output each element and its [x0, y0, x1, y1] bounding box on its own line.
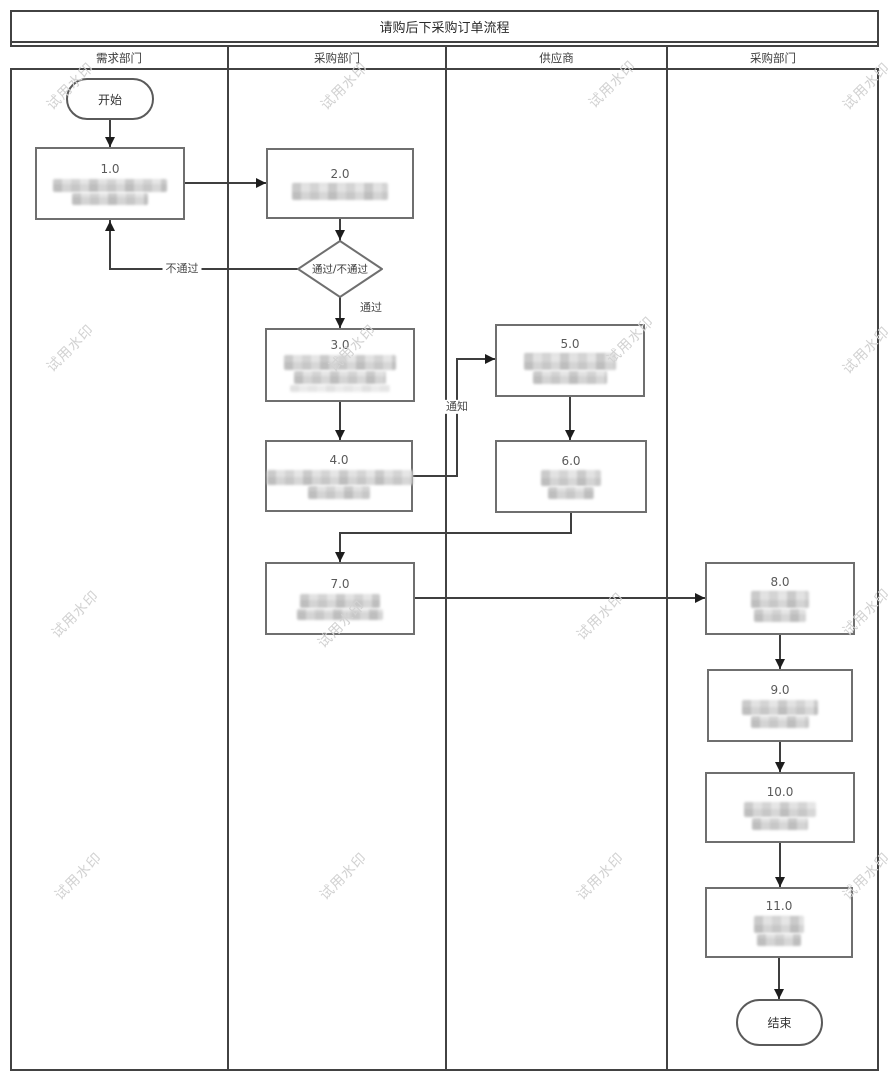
node-step-11-number: 11.0	[765, 899, 793, 914]
node-step-3: 3.0	[265, 328, 415, 402]
lane-header-1: 采购部门	[314, 50, 360, 65]
node-step-7: 7.0	[265, 562, 415, 635]
node-step-10-number: 10.0	[766, 785, 794, 800]
edge-decision-to-1-reject-seg1	[109, 220, 111, 270]
node-step-8: 8.0	[705, 562, 855, 635]
edge-3-to-4-seg0	[339, 401, 341, 441]
node-decision-approval-label: 通过/不通过	[311, 263, 369, 276]
node-step-1-number: 1.0	[100, 162, 120, 177]
node-step-6-number: 6.0	[561, 453, 581, 468]
node-start: 开始	[66, 78, 154, 120]
edge-11-to-end-seg0	[778, 957, 780, 1000]
edge-6-to-7-seg1	[339, 532, 572, 534]
decision-diamond-shape	[296, 239, 384, 299]
arrowhead-8-to-9	[775, 659, 785, 669]
lane-divider-0	[227, 45, 229, 1071]
node-step-3-redacted-text-0	[284, 354, 396, 370]
lane-divider-2	[666, 45, 668, 1071]
lane-header-band	[10, 45, 879, 70]
edge-8-to-9-seg0	[779, 634, 781, 670]
node-step-1: 1.0	[35, 147, 185, 220]
node-step-10-redacted-text-0	[744, 801, 816, 817]
node-step-1-redacted-text-0	[53, 178, 167, 192]
arrowhead-1-to-2	[256, 178, 266, 188]
arrowhead-5-to-6	[565, 430, 575, 440]
node-start-label: 开始	[97, 92, 122, 107]
edge-4-to-5-notify-seg2	[456, 358, 496, 360]
edge-6-to-7-seg2	[339, 532, 341, 563]
lane-header-0: 需求部门	[96, 50, 142, 65]
node-step-9-redacted-text-1	[751, 715, 809, 728]
arrowhead-3-to-4	[335, 430, 345, 440]
arrowhead-10-to-11	[775, 877, 785, 887]
arrowhead-7-to-8	[695, 593, 705, 603]
node-step-2: 2.0	[266, 148, 414, 219]
edge-2-to-decision-seg0	[339, 218, 341, 241]
lane-header-3: 采购部门	[750, 50, 796, 65]
diagram-title-band: 请购后下采购订单流程	[10, 10, 879, 43]
node-step-4-redacted-text-1	[308, 485, 370, 499]
node-step-2-number: 2.0	[330, 166, 350, 181]
node-step-6-redacted-text-0	[541, 470, 601, 487]
arrowhead-2-to-decision	[335, 230, 345, 240]
edge-4-to-5-notify-seg0	[412, 475, 458, 477]
edge-label-decision-to-1-reject: 不通过	[162, 261, 202, 277]
edge-decision-to-1-reject-seg0	[109, 268, 298, 270]
node-step-6-redacted-text-1	[548, 487, 594, 500]
node-step-10: 10.0	[705, 772, 855, 843]
edge-label-decision-to-3-pass: 通过	[357, 300, 385, 316]
node-step-5-redacted-text-0	[524, 353, 616, 371]
node-end-label: 结束	[767, 1016, 792, 1030]
node-step-11-redacted-text-1	[757, 933, 801, 946]
node-step-11-redacted-text-0	[754, 915, 804, 933]
node-step-8-number: 8.0	[770, 574, 790, 589]
edge-9-to-10-seg0	[779, 741, 781, 773]
node-step-7-redacted-text-1	[297, 608, 383, 620]
node-step-3-redacted-text-1	[294, 370, 386, 384]
edge-10-to-11-seg0	[779, 842, 781, 888]
node-decision-approval: 通过/不通过	[296, 239, 384, 299]
edge-label-4-to-5-notify: 通知	[443, 399, 471, 415]
edge-4-to-5-notify-seg1	[456, 358, 458, 477]
node-step-8-redacted-text-0	[751, 591, 809, 609]
edge-start-to-1-seg0	[109, 119, 111, 148]
node-step-5-redacted-text-1	[533, 371, 607, 385]
node-step-7-number: 7.0	[330, 577, 350, 592]
diagram-title: 请购后下采购订单流程	[379, 21, 510, 36]
edge-1-to-2-seg0	[184, 182, 267, 184]
node-step-2-redacted-text-0	[292, 183, 388, 201]
arrowhead-decision-to-1-reject	[105, 221, 115, 231]
arrowhead-6-to-7	[335, 552, 345, 562]
node-step-3-number: 3.0	[330, 338, 350, 353]
edge-6-to-7-seg0	[570, 512, 572, 534]
node-step-6: 6.0	[495, 440, 647, 513]
edge-decision-to-3-pass-seg0	[339, 297, 341, 329]
node-step-9: 9.0	[707, 669, 853, 742]
node-step-5-number: 5.0	[560, 336, 580, 351]
arrowhead-decision-to-3-pass	[335, 318, 345, 328]
arrowhead-4-to-5-notify	[485, 354, 495, 364]
node-step-10-redacted-text-1	[752, 817, 808, 830]
arrowhead-11-to-end	[774, 989, 784, 999]
edge-5-to-6-seg0	[569, 396, 571, 441]
lane-divider-1	[445, 45, 447, 1071]
lane-header-2: 供应商	[539, 50, 574, 65]
node-step-7-redacted-text-0	[300, 593, 380, 608]
node-step-1-redacted-text-1	[72, 192, 148, 205]
node-end: 结束	[736, 999, 823, 1046]
arrowhead-9-to-10	[775, 762, 785, 772]
node-step-9-redacted-text-0	[742, 699, 818, 715]
node-step-4-redacted-text-0	[267, 469, 413, 485]
node-step-8-redacted-text-1	[754, 609, 806, 623]
node-step-3-redacted-text-2	[290, 384, 390, 392]
edge-7-to-8-seg0	[414, 597, 706, 599]
node-step-11: 11.0	[705, 887, 853, 958]
arrowhead-start-to-1	[105, 137, 115, 147]
node-step-4-number: 4.0	[329, 453, 349, 468]
node-step-9-number: 9.0	[770, 683, 790, 698]
node-step-5: 5.0	[495, 324, 645, 397]
node-step-4: 4.0	[265, 440, 413, 512]
